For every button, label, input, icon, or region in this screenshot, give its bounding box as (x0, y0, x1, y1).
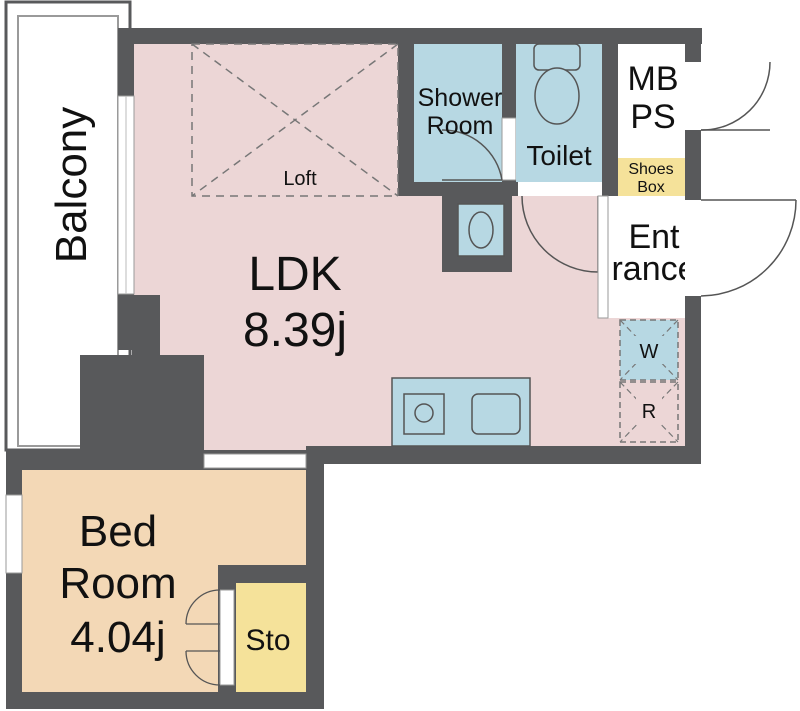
entrance-door (685, 199, 797, 297)
loft-label-bg (270, 160, 332, 190)
balcony-window (117, 95, 135, 295)
entrance-label-line1: Ent (628, 218, 680, 256)
toilet-bowl-icon (534, 67, 580, 125)
toilet-door (521, 182, 599, 273)
loft-label: Loft (283, 168, 317, 190)
washer-label: W (640, 341, 659, 363)
ldk-label: LDK (248, 248, 341, 301)
mbps-label-line2: PS (630, 98, 675, 136)
bedroom-window (5, 494, 23, 574)
shoes-box-label-line2: Box (637, 179, 665, 196)
mbps-label-line1: MB (628, 60, 679, 98)
shower-room-label-line1: Shower (418, 84, 503, 112)
shoes-box-label-line1: Shoes (628, 161, 673, 178)
bed-room: Bed Room 4.04j (22, 470, 306, 692)
toilet-label: Toilet (526, 140, 592, 171)
loft (191, 43, 399, 197)
fridge-label: R (642, 401, 656, 423)
washer-space: W (619, 319, 679, 381)
shower-room: Shower Room (414, 44, 517, 182)
sink-icon (468, 211, 494, 249)
fridge-space: R (619, 381, 679, 443)
mbps-doors (685, 61, 771, 131)
bedroom-opening (203, 453, 307, 469)
entrance: Ent rance (597, 195, 697, 319)
burner-icon (414, 403, 434, 423)
balcony-label: Balcony (47, 107, 96, 264)
ldk-room: LDK 8.39j (134, 44, 685, 450)
bed-room-label-line2: Room (59, 559, 176, 608)
kitchen-sink-icon (471, 393, 521, 435)
ldk-size: 8.39j (243, 304, 347, 357)
mbps: MB PS (618, 44, 685, 140)
bed-room-size: 4.04j (70, 613, 165, 662)
shower-room-label-line2: Room (427, 112, 494, 140)
stove-icon (403, 393, 445, 435)
shoes-box: Shoes Box (618, 158, 685, 196)
balcony: Balcony (4, 0, 132, 452)
storage: Sto (236, 583, 306, 692)
storage-label: Sto (245, 624, 290, 657)
bed-room-label-line1: Bed (79, 507, 157, 556)
toilet-tank-icon (533, 43, 581, 71)
kitchen-counter (391, 377, 531, 447)
wash-basin (457, 203, 505, 257)
toilet-room: Toilet (516, 43, 602, 182)
storage-doors (185, 589, 235, 686)
entrance-label-line2: rance (611, 250, 696, 288)
